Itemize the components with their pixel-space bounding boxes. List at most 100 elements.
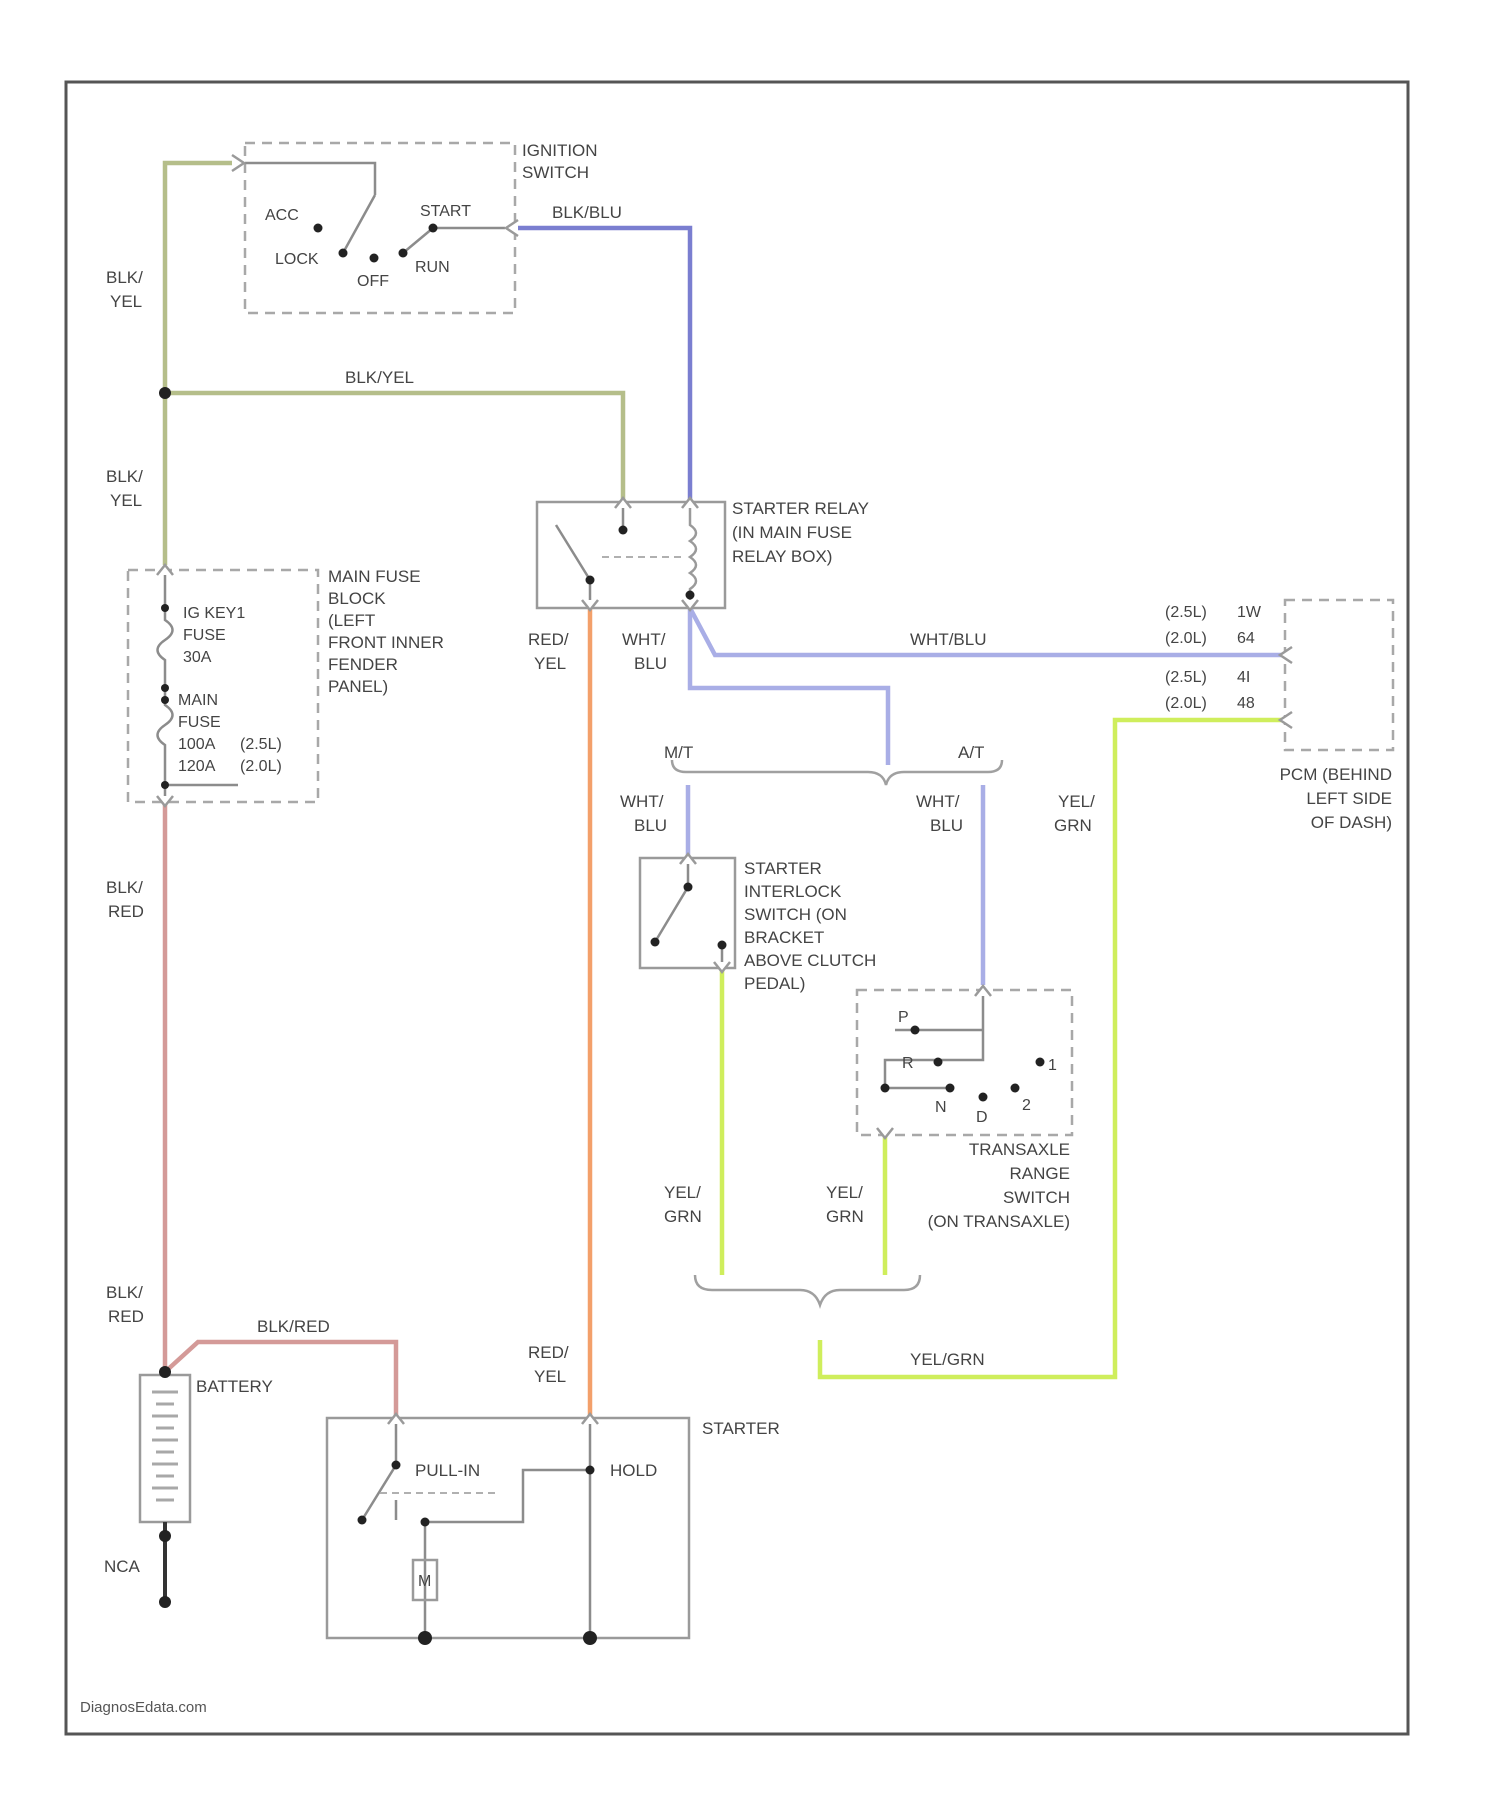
hold-label: HOLD	[610, 1461, 657, 1480]
fuse-block-title-3: (LEFT	[328, 611, 375, 630]
starter-terminal-pull	[421, 1518, 430, 1527]
label-red-yel-lower-2: YEL	[534, 1367, 566, 1386]
connector-interlock-bottom	[714, 962, 730, 972]
transaxle-terminal-n	[946, 1084, 955, 1093]
starter-ground-1	[418, 1631, 432, 1645]
starter-box	[327, 1418, 689, 1638]
label-blk-yel-horizontal: BLK/YEL	[345, 368, 414, 387]
interlock-terminal-1	[684, 883, 693, 892]
fuse1-label-2: FUSE	[183, 627, 226, 644]
label-blk-yel-mid-1: BLK/	[106, 467, 143, 486]
starter-terminal-battery	[392, 1461, 401, 1470]
transaxle-p-label: P	[898, 1009, 909, 1026]
fuse1-label-3: 30A	[183, 649, 212, 666]
transaxle-terminal-p	[911, 1026, 920, 1035]
battery: BATTERY NCA	[104, 1366, 273, 1608]
diagram-frame	[66, 82, 1408, 1734]
fuse2-engine-20: (2.0L)	[240, 758, 282, 775]
pcm-pin-row-2-pin: 64	[1237, 630, 1255, 647]
fuse-block-title-5: FENDER	[328, 655, 398, 674]
label-blk-red-upper-2: RED	[108, 902, 144, 921]
interlock-title-1: STARTER	[744, 859, 822, 878]
connector-transaxle-bottom	[877, 1128, 893, 1138]
starter: PULL-IN HOLD M STARTER	[327, 1418, 780, 1645]
connector-fuse-bottom	[157, 796, 173, 806]
battery-positive-terminal	[159, 1366, 171, 1378]
starter-relay: STARTER RELAY (IN MAIN FUSE RELAY BOX)	[537, 499, 869, 608]
transaxle-terminal-r	[934, 1058, 943, 1067]
ignition-acc-label: ACC	[265, 207, 299, 224]
interlock-terminal-3	[718, 941, 727, 950]
connector-fuse-top	[157, 565, 173, 575]
starter-terminal-hold	[586, 1466, 595, 1475]
transaxle-1-label: 1	[1048, 1057, 1057, 1074]
relay-contact-wiring	[556, 502, 623, 608]
fuse-node-4	[161, 781, 169, 789]
transaxle-terminal-1	[1036, 1058, 1045, 1067]
battery-negative-terminal	[159, 1530, 171, 1542]
ground-point	[159, 1596, 171, 1608]
fuse1-label-1: IG KEY1	[183, 605, 245, 622]
ignition-terminal-run	[399, 249, 408, 258]
connector-starter-1	[388, 1414, 404, 1424]
label-red-yel-upper-2: YEL	[534, 654, 566, 673]
fuse-block-title-2: BLOCK	[328, 589, 386, 608]
transaxle-d-label: D	[976, 1109, 988, 1126]
transaxle-2-label: 2	[1022, 1097, 1031, 1114]
connector-terminals	[157, 155, 1292, 1424]
main-fuse-block: IG KEY1 FUSE 30A MAIN FUSE 100A 120A (2.…	[128, 567, 444, 802]
label-wht-blu-horizontal: WHT/BLU	[910, 630, 987, 649]
transaxle-terminal-d	[979, 1093, 988, 1102]
starter-relay-title-1: STARTER RELAY	[732, 499, 869, 518]
label-blk-blu: BLK/BLU	[552, 203, 622, 222]
fuse-block-title-1: MAIN FUSE	[328, 567, 421, 586]
battery-label: BATTERY	[196, 1377, 273, 1396]
ignition-terminal-start	[429, 224, 438, 233]
connector-transaxle-top	[975, 986, 991, 996]
fuse2-engine-25: (2.5L)	[240, 736, 282, 753]
fuse2-label-1: MAIN	[178, 692, 218, 709]
wire-blk-yel-vertical	[165, 163, 240, 565]
label-yel-grn-at-1: YEL/	[826, 1183, 863, 1202]
splice-blk-yel	[159, 387, 171, 399]
label-wht-blu-mt-2: BLU	[634, 816, 667, 835]
ground-label: NCA	[104, 1557, 141, 1576]
label-blk-yel-mid-2: YEL	[110, 491, 142, 510]
relay-terminal-arm	[586, 576, 595, 585]
pull-in-label: PULL-IN	[415, 1461, 480, 1480]
pcm-pin-row-1-pin: 1W	[1237, 604, 1262, 621]
ignition-switch-title-1: IGNITION	[522, 141, 598, 160]
interlock-title-6: PEDAL)	[744, 974, 805, 993]
ignition-terminal-acc	[314, 224, 323, 233]
ignition-switch-title-2: SWITCH	[522, 163, 589, 182]
ignition-start-label: START	[420, 203, 471, 220]
label-red-yel-lower-1: RED/	[528, 1343, 569, 1362]
label-wht-blu-at-1: WHT/	[916, 792, 960, 811]
label-blk-red-upper-1: BLK/	[106, 878, 143, 897]
ignition-off-label: OFF	[357, 273, 389, 290]
label-red-yel-upper-1: RED/	[528, 630, 569, 649]
label-blk-yel-top-1: BLK/	[106, 268, 143, 287]
ignition-run-label: RUN	[415, 259, 450, 276]
ignition-terminal-lock	[339, 249, 348, 258]
interlock-title-4: BRACKET	[744, 928, 824, 947]
ignition-terminal-off	[370, 254, 379, 263]
label-wht-blu-relay-2: BLU	[634, 654, 667, 673]
connector-relay-1	[615, 498, 631, 508]
label-at: A/T	[958, 743, 984, 762]
pcm-pin-row-3-engine: (2.5L)	[1165, 669, 1207, 686]
interlock-title-3: SWITCH (ON	[744, 905, 847, 924]
label-blk-red-lower-2: RED	[108, 1307, 144, 1326]
pcm-box	[1285, 600, 1393, 750]
ignition-lock-label: LOCK	[275, 251, 319, 268]
starter-relay-title-2: (IN MAIN FUSE	[732, 523, 852, 542]
label-yel-grn-pcm-1: YEL/	[1058, 792, 1095, 811]
interlock-title-2: INTERLOCK	[744, 882, 842, 901]
label-yel-grn-horizontal: YEL/GRN	[910, 1350, 985, 1369]
wire-wht-blu-branch	[690, 608, 888, 765]
label-wht-blu-at-2: BLU	[930, 816, 963, 835]
pcm-pin-row-1-engine: (2.5L)	[1165, 604, 1207, 621]
fuse-node-3	[161, 696, 169, 704]
transaxle-range-switch: P R N D 2 1 TRANSAXLE RANGE SWITCH (ON T…	[857, 990, 1072, 1231]
label-yel-grn-mt-2: GRN	[664, 1207, 702, 1226]
